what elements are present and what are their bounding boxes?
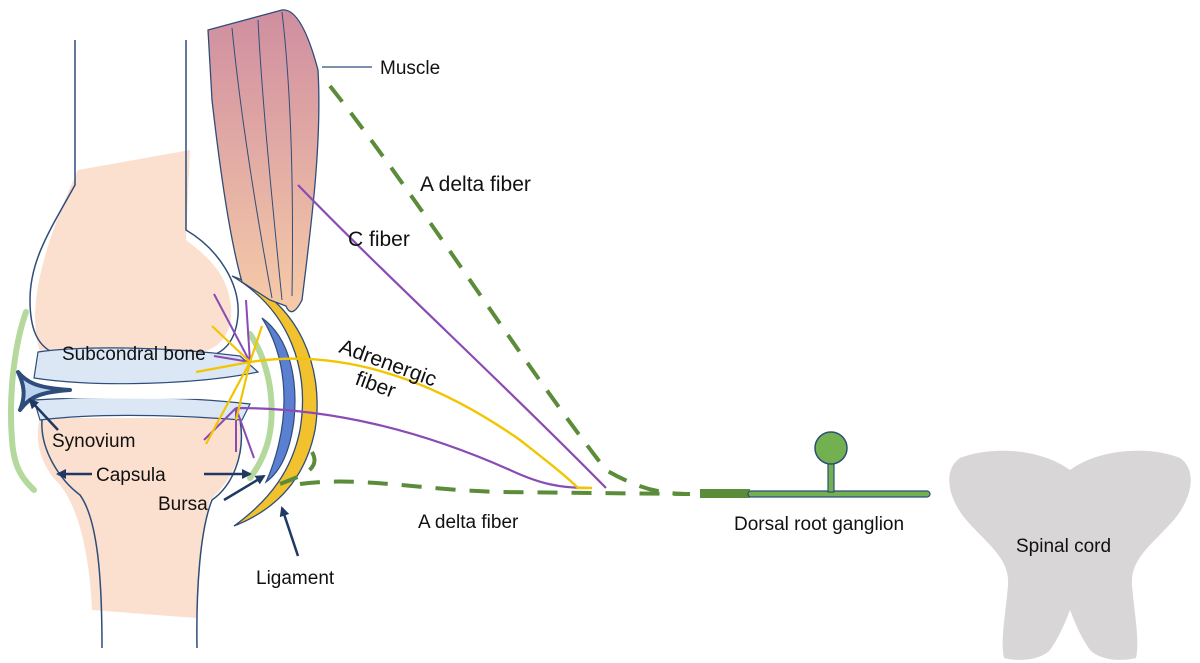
muscle-fiber-2 (257, 19, 283, 301)
c-fiber-joint (235, 406, 589, 490)
muscle-label: Muscle (380, 58, 440, 79)
terminal-yellow-3 (234, 361, 252, 421)
c-fiber-muscle (297, 184, 607, 489)
dorsal-root-ganglion (700, 431, 931, 498)
dorsal-root (747, 490, 931, 498)
femur-outline-right (185, 40, 239, 357)
cartilage (30, 347, 262, 421)
muscle (207, 9, 372, 313)
capsule-right (247, 331, 275, 481)
a-delta-fiber-upper (328, 84, 691, 496)
synovium-fold (16, 370, 72, 412)
c-fiber-label: C fiber (348, 228, 410, 251)
upper-cartilage (33, 347, 260, 385)
terminal-purple-1 (213, 293, 251, 363)
synovium-arrow (28, 398, 59, 431)
subchondral-bone-label: Subcondral bone (62, 344, 206, 365)
arrows (28, 398, 300, 557)
a-delta-fiber-top-label: A delta fiber (420, 173, 531, 196)
joint-space (30, 376, 262, 399)
synovium-label: Synovium (52, 431, 135, 452)
ligament-arrow (279, 506, 300, 557)
tibia-outline-right (196, 419, 243, 649)
ligament-label: Ligament (256, 568, 335, 589)
bursa (261, 317, 296, 484)
dorsal-root-ganglion-label: Dorsal root ganglion (734, 514, 904, 535)
bursa-label: Bursa (158, 494, 208, 515)
capsula-label: Capsula (96, 465, 166, 486)
tibia-outline (41, 419, 103, 649)
lower-bone-peach-area (37, 418, 242, 618)
bone (29, 40, 243, 649)
terminal-purple-2 (245, 299, 251, 363)
bursa-arrow (223, 474, 266, 502)
ganglion-stalk (827, 459, 835, 493)
nerve-fibers (195, 84, 691, 496)
muscle-fiber-3 (281, 11, 294, 297)
terminal-purple-6 (203, 407, 237, 441)
adrenergic-fiber (249, 357, 592, 490)
a-delta-fiber-bottom-label: A delta fiber (418, 512, 519, 533)
spinal-cord (949, 450, 1191, 660)
ganglion-cell-body (814, 431, 848, 465)
terminal-yellow-4 (205, 361, 251, 445)
lower-cartilage (33, 396, 251, 421)
terminal-yellow-5 (248, 325, 264, 363)
a-delta-fiber-lower (279, 451, 691, 496)
spinal-cord-label: Spinal cord (1016, 536, 1111, 557)
synovium (16, 370, 72, 412)
capsule (7, 309, 275, 493)
muscle-fiber-1 (231, 27, 273, 299)
muscle-belly (207, 9, 320, 313)
upper-bone-peach-area (35, 150, 232, 352)
terminal-purple-3 (213, 355, 251, 363)
terminal-yellow-2 (195, 360, 251, 374)
capsule-left (7, 309, 37, 493)
femur-outline (29, 40, 76, 353)
terminal-purple-5 (235, 407, 255, 459)
terminal-yellow-1 (211, 325, 251, 363)
ganglion-segment (700, 489, 750, 498)
